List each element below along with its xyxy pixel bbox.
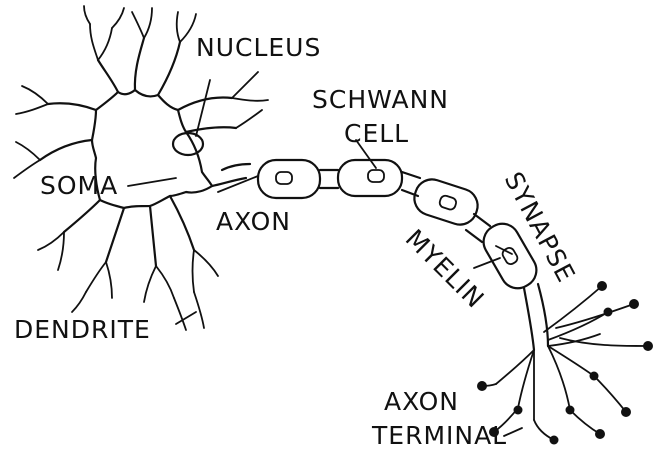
schwann-cell-1 [258, 160, 320, 198]
label-axon-terminal-line2: TERMINAL [371, 421, 507, 449]
label-soma: SOMA [40, 171, 118, 200]
label-schwann-line1: SCHWANN [312, 85, 449, 114]
soma-body [40, 38, 236, 266]
schwann-cell-3 [410, 175, 482, 229]
label-dendrite: DENDRITE [14, 315, 151, 344]
axon-terminal [477, 281, 653, 445]
label-axon-terminal-line1: AXON [384, 387, 459, 416]
label-schwann-line2: CELL [344, 119, 409, 148]
label-nucleus: NUCLEUS [196, 33, 321, 62]
label-axon: AXON [216, 207, 291, 236]
schwann-cell-2 [338, 160, 402, 196]
